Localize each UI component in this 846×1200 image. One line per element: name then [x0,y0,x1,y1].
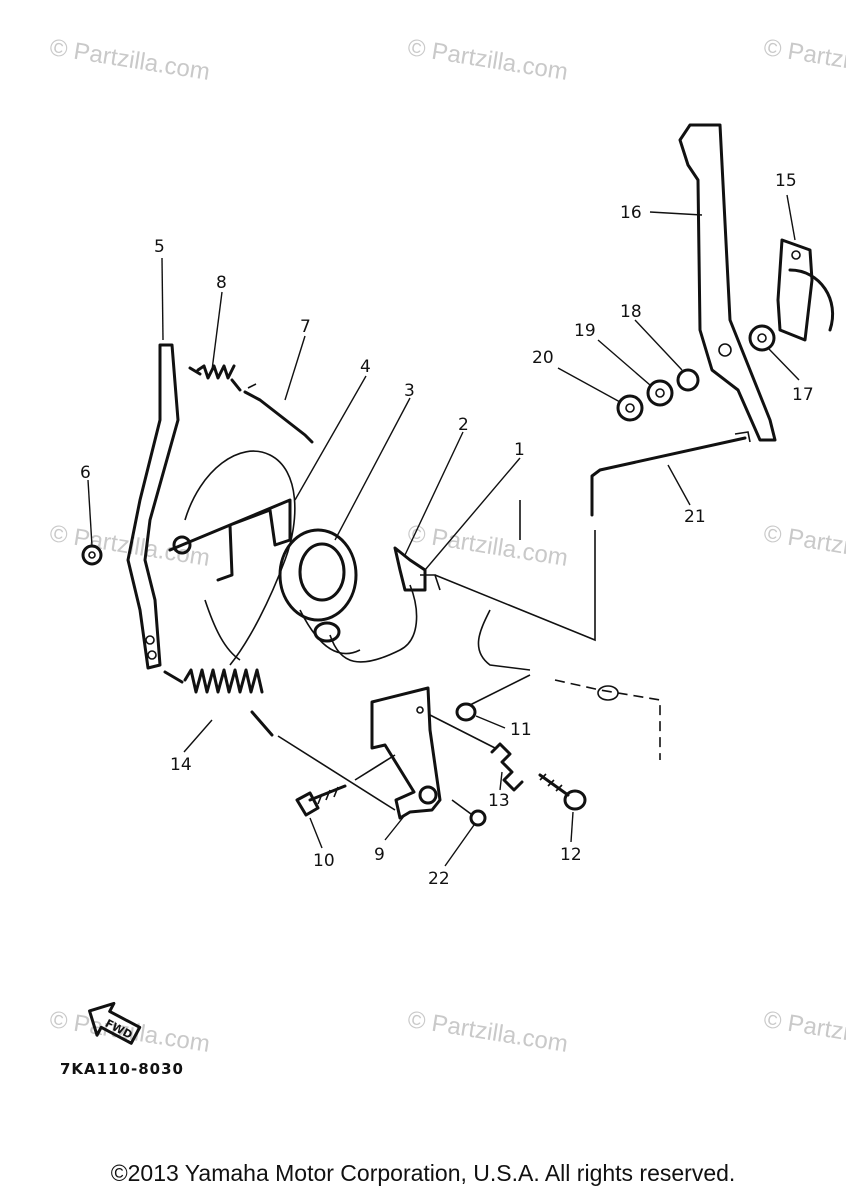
callout-leaders [87,194,800,867]
callout-15: 15 [775,171,797,191]
callout-6: 6 [80,463,91,483]
part-5-lever [126,343,180,670]
wire-harness [313,584,418,663]
diagram-code: 7KA110-8030 [60,1060,184,1078]
assembly-lines [277,674,531,811]
callout-16: 16 [620,203,642,223]
callout-4: 4 [360,357,371,377]
part-1-2-switch [393,546,441,592]
part-8-spring [188,364,242,392]
callout-10: 10 [313,851,335,871]
part-3-pulley [278,528,361,655]
engine-outline [184,450,661,760]
part-10-bolt [295,784,347,817]
part-21-rod [590,431,751,517]
part-4-crank-arm [168,498,292,582]
callout-12: 12 [560,845,582,865]
callout-labels: 1 2 3 4 5 6 7 8 9 10 11 12 13 14 15 16 1… [80,171,814,889]
callout-18: 18 [620,302,642,322]
callout-8: 8 [216,273,227,293]
part-7-link-rod [243,383,314,444]
parts-18-20-fasteners [616,368,700,422]
part-15-bracket [776,238,835,342]
callout-9: 9 [374,845,385,865]
callout-22: 22 [428,869,450,889]
callout-1: 1 [514,440,525,460]
fwd-arrow-icon: FWD [88,1001,142,1045]
callout-21: 21 [684,507,706,527]
part-16-arm [678,123,777,442]
part-11-washer [455,702,477,722]
callout-11: 11 [510,720,532,740]
callout-5: 5 [154,237,165,257]
part-17-washer [748,324,776,352]
part-9-bracket [370,686,442,820]
part-22-screw [451,799,487,827]
callout-19: 19 [574,321,596,341]
callout-20: 20 [532,348,554,368]
part-6-nut [81,544,103,566]
callout-14: 14 [170,755,192,775]
callout-7: 7 [300,317,311,337]
copyright-notice: ©2013 Yamaha Motor Corporation, U.S.A. A… [110,1160,736,1186]
callout-13: 13 [488,791,510,811]
callout-3: 3 [404,381,415,401]
part-14-spring [163,668,274,737]
part-12-screw [538,773,587,811]
callout-17: 17 [792,385,814,405]
part-13-spring [490,742,524,792]
callout-2: 2 [458,415,469,435]
